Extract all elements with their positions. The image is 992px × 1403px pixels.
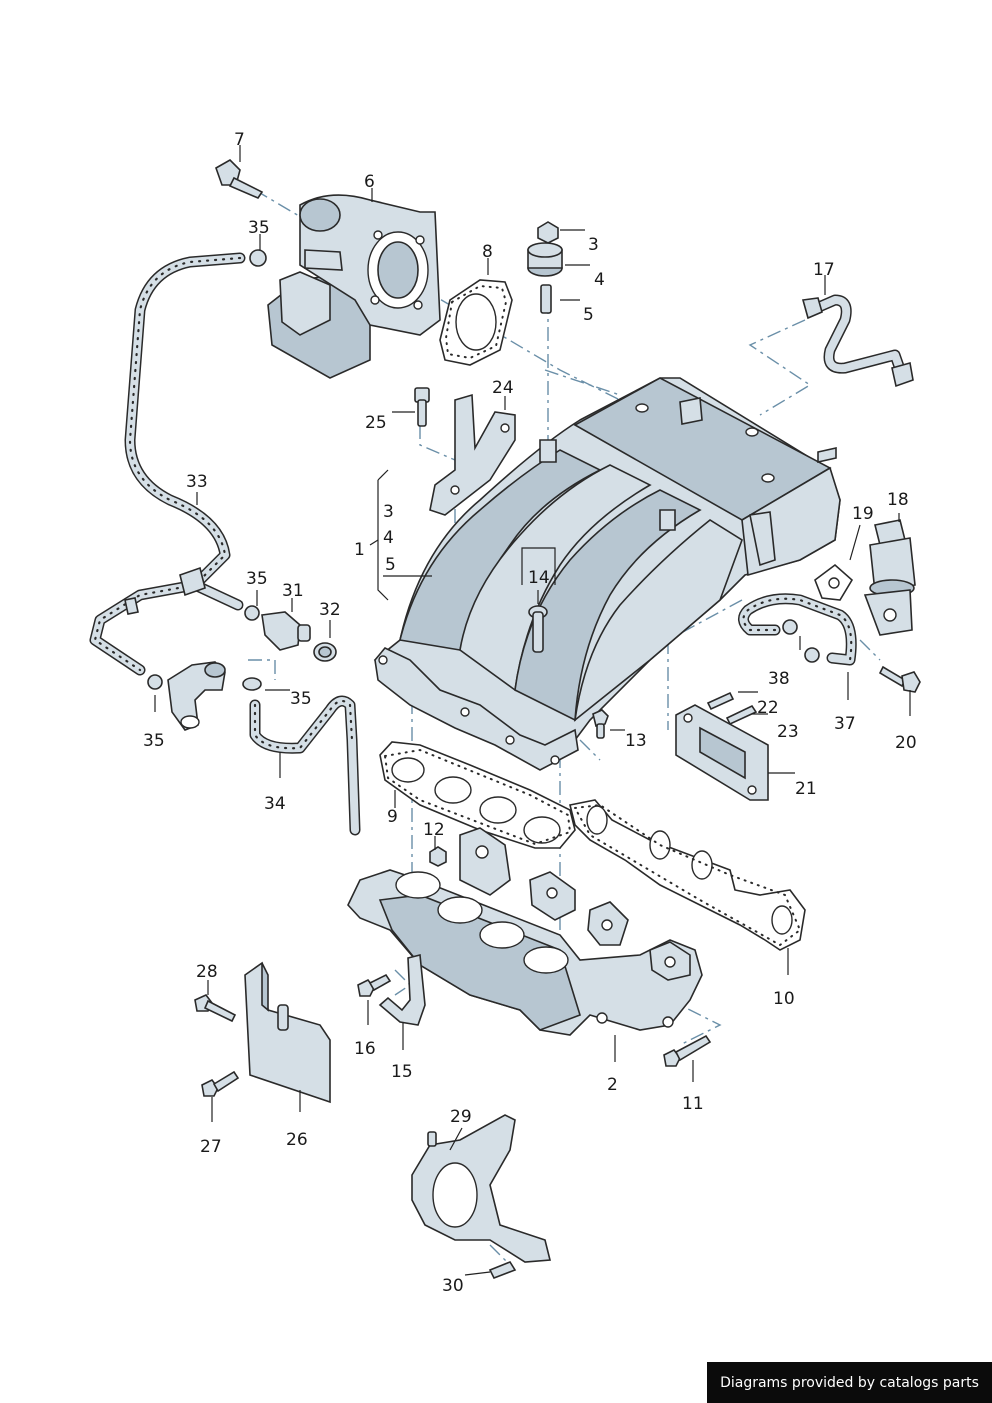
catalog-credit-badge: Diagrams provided by catalogs parts <box>707 1362 992 1403</box>
label-35-bottom: 35 <box>143 731 165 751</box>
intake-manifold-lower-2 <box>347 827 703 1036</box>
label-37: 37 <box>834 714 856 734</box>
label-27: 27 <box>200 1137 222 1157</box>
label-26: 26 <box>286 1130 308 1150</box>
bolt-13 <box>592 709 609 739</box>
label-22: 22 <box>757 698 779 718</box>
label-5-group: 5 <box>385 555 396 575</box>
bolt-22 <box>706 691 735 711</box>
vacuum-hose-34 <box>249 695 361 836</box>
label-35-right: 35 <box>290 689 312 709</box>
label-23: 23 <box>777 722 799 742</box>
label-30: 30 <box>442 1276 464 1296</box>
hose-clamp-35-c <box>242 677 262 691</box>
bracket-24 <box>429 393 516 516</box>
throttle-gasket-8 <box>439 279 513 366</box>
bolt-7 <box>215 159 264 199</box>
label-2: 2 <box>607 1075 618 1095</box>
heat-shield-26 <box>244 961 331 1104</box>
label-16: 16 <box>354 1039 376 1059</box>
hose-clamp-35-b <box>147 674 163 690</box>
bolt-23 <box>725 704 758 726</box>
throttle-body <box>267 194 441 379</box>
label-38: 38 <box>768 669 790 689</box>
plate-21 <box>675 704 769 801</box>
label-24: 24 <box>492 378 514 398</box>
label-31: 31 <box>282 581 304 601</box>
label-6: 6 <box>364 172 375 192</box>
label-35-top: 35 <box>248 218 270 238</box>
pipe-17 <box>801 294 914 388</box>
bolt-14 <box>528 605 548 653</box>
clamp-38-a <box>782 619 798 635</box>
label-5-top: 5 <box>583 305 594 325</box>
elbow-hose <box>167 661 226 731</box>
label-4-group: 4 <box>383 528 394 548</box>
nut-12 <box>429 846 447 867</box>
label-10: 10 <box>773 989 795 1009</box>
label-12: 12 <box>423 820 445 840</box>
label-18: 18 <box>887 490 909 510</box>
label-14: 14 <box>528 568 550 588</box>
rubber-mount-4 <box>527 242 563 277</box>
exhaust-gasket-10 <box>569 799 806 951</box>
bolt-30 <box>488 1261 517 1280</box>
label-25: 25 <box>365 413 387 433</box>
bolt-20 <box>878 665 921 693</box>
label-8: 8 <box>482 242 493 262</box>
label-29: 29 <box>450 1107 472 1127</box>
label-15: 15 <box>391 1062 413 1082</box>
egr-valve-18 <box>863 519 916 636</box>
bolt-25 <box>414 387 430 427</box>
label-4-top: 4 <box>594 270 605 290</box>
label-20: 20 <box>895 733 917 753</box>
bolt-27 <box>201 1070 240 1097</box>
bracket-15 <box>378 953 426 1026</box>
clamp-38-b <box>804 647 820 663</box>
label-13: 13 <box>625 731 647 751</box>
manifold-gasket-9 <box>379 741 576 849</box>
bracket-29 <box>411 1114 552 1263</box>
bolt-28 <box>194 994 237 1023</box>
label-35-mid: 35 <box>246 569 268 589</box>
hose-clamp-35-top <box>249 249 267 267</box>
valve-31 <box>261 611 311 651</box>
label-7: 7 <box>234 130 245 150</box>
label-9: 9 <box>387 807 398 827</box>
label-33: 33 <box>186 472 208 492</box>
nut-3 <box>537 221 559 244</box>
label-3-group: 3 <box>383 502 394 522</box>
stud-5 <box>540 284 552 314</box>
hose-clamp-35-a <box>244 605 260 621</box>
vacuum-hose-33 <box>89 252 246 676</box>
label-19: 19 <box>852 504 874 524</box>
hose-37 <box>738 593 857 666</box>
label-11: 11 <box>682 1094 704 1114</box>
label-17: 17 <box>813 260 835 280</box>
bolt-16 <box>357 973 392 997</box>
leader-lines <box>154 145 911 1276</box>
catalog-credit-text: Diagrams provided by catalogs parts <box>720 1374 979 1391</box>
label-32: 32 <box>319 600 341 620</box>
part-labels: 7 6 35 3 8 17 4 5 24 25 33 18 3 19 4 1 5… <box>143 130 917 1296</box>
label-3-top: 3 <box>588 235 599 255</box>
label-34: 34 <box>264 794 286 814</box>
label-1: 1 <box>354 540 365 560</box>
bolt-11 <box>663 1034 712 1067</box>
label-21: 21 <box>795 779 817 799</box>
gasket-19 <box>814 563 854 601</box>
label-28: 28 <box>196 962 218 982</box>
cap-32 <box>313 642 337 662</box>
